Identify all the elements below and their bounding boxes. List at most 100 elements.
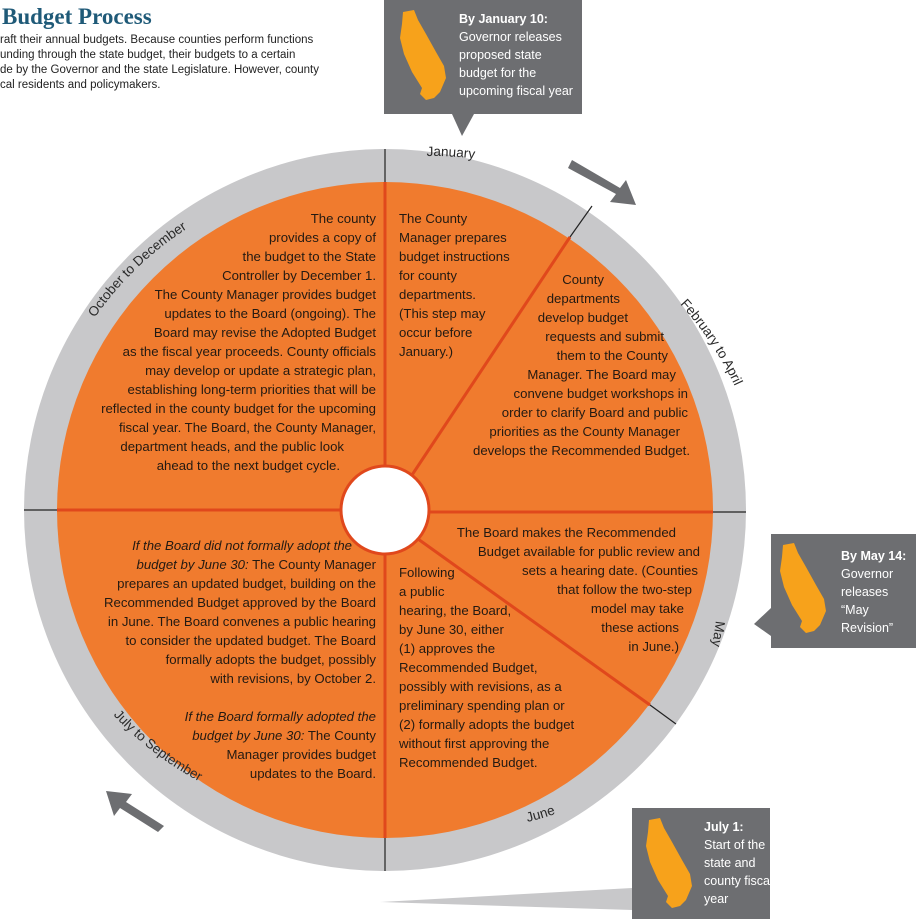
svg-text:Recommended Budget approved by: Recommended Budget approved by the Board [104, 595, 376, 610]
page-title: Budget Process [2, 4, 152, 29]
svg-text:updates to the Board (ongoing): updates to the Board (ongoing). The [164, 306, 376, 321]
california-state-icon [780, 543, 826, 633]
california-state-icon [400, 10, 446, 100]
svg-text:occur before: occur before [399, 325, 472, 340]
svg-text:The county: The county [311, 211, 377, 226]
svg-text:(2) formally adopts the budget: (2) formally adopts the budget [399, 717, 575, 732]
svg-text:preliminary spending plan or: preliminary spending plan or [399, 698, 565, 713]
svg-text:with revisions, by October 2.: with revisions, by October 2. [209, 671, 376, 686]
svg-text:Governor: Governor [841, 567, 893, 581]
ring-label-january: January [427, 144, 477, 162]
svg-text:budget by June 30: The County: budget by June 30: The County Manager [137, 557, 377, 572]
svg-text:upcoming fiscal year: upcoming fiscal year [459, 84, 573, 98]
arrow-clockwise-top-icon [568, 160, 636, 205]
svg-text:these actions: these actions [601, 620, 679, 635]
intro-line-2: unding through the state budget, their b… [0, 49, 296, 61]
segment-may-text: The Board makes the Recommended Budget a… [457, 525, 700, 654]
svg-text:priorities as the County Manag: priorities as the County Manager [489, 424, 680, 439]
direction-arrows [106, 160, 636, 832]
segment-january-text: The County Manager prepares budget instr… [399, 211, 510, 359]
svg-text:By May 14:: By May 14: [841, 549, 906, 563]
svg-text:Manager provides budget: Manager provides budget [226, 747, 376, 762]
svg-text:may develop or update a strate: may develop or update a strategic plan, [145, 363, 376, 378]
svg-text:The County: The County [399, 211, 468, 226]
segment-jul-sep-text: If the Board did not formally adopt the … [104, 538, 377, 781]
center-hub [339, 464, 431, 556]
svg-text:Manager. The Board may: Manager. The Board may [527, 367, 676, 382]
segment-oct-dec-text: The county provides a copy of the budget… [101, 211, 376, 473]
callout-may: By May 14: Governor releases “May Revisi… [754, 534, 916, 648]
svg-text:The Board makes the Recommende: The Board makes the Recommended [457, 525, 676, 540]
svg-text:reflected in the county budget: reflected in the county budget for the u… [101, 401, 376, 416]
svg-text:Governor releases: Governor releases [459, 30, 562, 44]
svg-text:without first approving the: without first approving the [398, 736, 549, 751]
svg-text:releases: releases [841, 585, 888, 599]
svg-text:fiscal year. The Board, the Co: fiscal year. The Board, the County Manag… [119, 420, 376, 435]
svg-text:July 1:: July 1: [704, 820, 744, 834]
callout-july: July 1: Start of the state and county fi… [380, 808, 773, 919]
ring-ticks [24, 149, 746, 871]
svg-text:model may take: model may take [591, 601, 684, 616]
svg-text:county fiscal: county fiscal [704, 874, 773, 888]
svg-text:by June 30, either: by June 30, either [399, 622, 504, 637]
svg-text:If the Board did not formally: If the Board did not formally adopt the [132, 538, 352, 553]
svg-text:as the fiscal year proceeds. C: as the fiscal year proceeds. County offi… [123, 344, 377, 359]
svg-text:provides a copy of: provides a copy of [269, 230, 376, 245]
svg-text:to consider the updated budget: to consider the updated budget. The Boar… [125, 633, 376, 648]
svg-text:possibly with revisions, as a: possibly with revisions, as a [399, 679, 562, 694]
svg-text:budget instructions: budget instructions [399, 249, 510, 264]
svg-text:develop budget: develop budget [538, 310, 629, 325]
intro-line-1: raft their annual budgets. Because count… [0, 34, 314, 46]
svg-text:January.): January.) [399, 344, 453, 359]
svg-text:By January 10:: By January 10: [459, 12, 548, 26]
svg-text:County: County [562, 272, 604, 287]
svg-text:year: year [704, 892, 728, 906]
svg-text:in June. The Board convenes a: in June. The Board convenes a public hea… [108, 614, 376, 629]
svg-text:establishing long-term priorit: establishing long-term priorities that w… [128, 382, 376, 397]
svg-text:budget by June 30: The County: budget by June 30: The County [192, 728, 376, 743]
svg-text:sets a hearing date. (Counties: sets a hearing date. (Counties [522, 563, 698, 578]
svg-text:Budget available for public re: Budget available for public review and [478, 544, 700, 559]
svg-text:ahead to the next budget cycle: ahead to the next budget cycle. [157, 458, 340, 473]
svg-text:Controller by December 1.: Controller by December 1. [222, 268, 376, 283]
svg-text:state and: state and [704, 856, 755, 870]
california-state-icon [646, 818, 692, 908]
svg-text:updates to the Board.: updates to the Board. [250, 766, 376, 781]
svg-text:that follow the two-step: that follow the two-step [557, 582, 692, 597]
ring-label-may: May [709, 620, 728, 648]
svg-text:budget for the: budget for the [459, 66, 536, 80]
svg-text:proposed state: proposed state [459, 48, 542, 62]
svg-text:Recommended Budget,: Recommended Budget, [399, 660, 538, 675]
svg-text:formally adopts the budget, po: formally adopts the budget, possibly [166, 652, 377, 667]
svg-text:departments.: departments. [399, 287, 476, 302]
svg-text:If the Board formally adopted: If the Board formally adopted the [185, 709, 376, 724]
svg-text:order to clarify Board and pub: order to clarify Board and public [502, 405, 689, 420]
svg-text:for county: for county [399, 268, 457, 283]
svg-text:a public: a public [399, 584, 445, 599]
segment-dividers [57, 182, 713, 838]
svg-text:The County Manager provides bu: The County Manager provides budget [155, 287, 377, 302]
svg-text:Manager prepares: Manager prepares [399, 230, 507, 245]
intro-line-4: cal residents and policymakers. [0, 79, 161, 91]
svg-text:“May: “May [841, 603, 870, 617]
svg-text:them to the County: them to the County [557, 348, 669, 363]
arrow-clockwise-bottom-icon [106, 791, 164, 832]
svg-text:departments: departments [547, 291, 621, 306]
svg-text:(1) approves the: (1) approves the [399, 641, 495, 656]
svg-text:develops the Recommended Budge: develops the Recommended Budget. [473, 443, 690, 458]
svg-text:prepares an updated budget, bu: prepares an updated budget, building on … [117, 576, 376, 591]
svg-text:in June.): in June.) [628, 639, 679, 654]
svg-text:(This step may: (This step may [399, 306, 486, 321]
segment-june-text: Following a public hearing, the Board, b… [398, 565, 575, 770]
svg-text:Revision”: Revision” [841, 621, 893, 635]
svg-text:Start of the: Start of the [704, 838, 765, 852]
svg-text:convene budget workshops in: convene budget workshops in [514, 386, 688, 401]
svg-text:Following: Following [399, 565, 455, 580]
intro-line-3: de by the Governor and the state Legisla… [0, 64, 319, 76]
callout-january: By January 10: Governor releases propose… [384, 0, 582, 136]
svg-text:Recommended Budget.: Recommended Budget. [399, 755, 538, 770]
svg-text:Board may revise the Adopted B: Board may revise the Adopted Budget [154, 325, 376, 340]
segment-feb-apr-text: County departments develop budget reques… [473, 272, 690, 458]
